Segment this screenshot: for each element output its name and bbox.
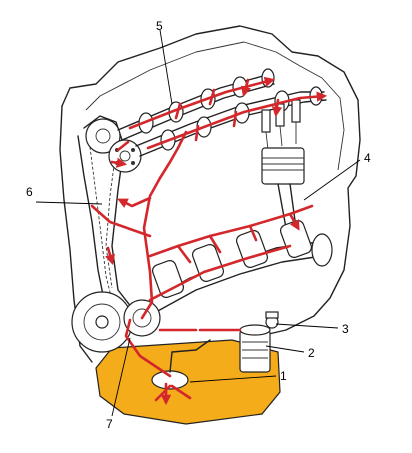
oil-flow-paths [90,76,328,402]
camshaft-lower [135,86,327,157]
oil-pressure-switch [265,311,279,329]
callout-2: 2 [308,346,315,360]
valve-train [261,99,301,151]
callout-5: 5 [156,19,163,33]
callout-6: 6 [26,185,33,199]
engine-block-outline [59,25,361,369]
cam-sprocket-front [85,118,121,154]
callout-3: 3 [342,322,349,336]
callout-leaders [35,29,361,417]
piston [261,147,305,229]
callout-7: 7 [106,417,113,431]
callout-1: 1 [280,369,287,383]
crankshaft [149,220,333,313]
oil-filter [239,324,271,373]
oil-strainer [151,339,211,390]
crank-pulley [71,291,133,353]
callout-4: 4 [364,151,371,165]
